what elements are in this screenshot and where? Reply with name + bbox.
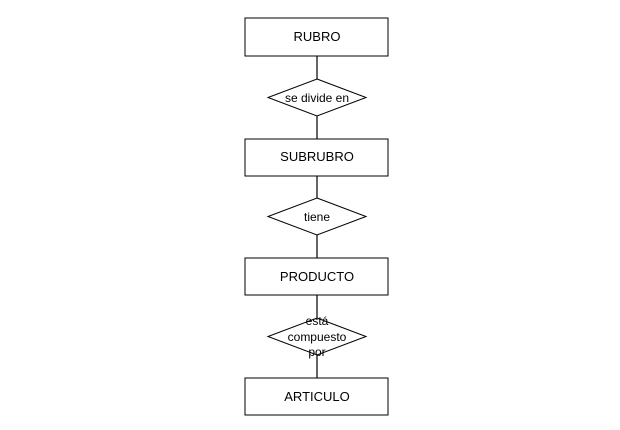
entity-subrubro: SUBRUBRO (244, 138, 389, 177)
entity-articulo-box (244, 377, 389, 416)
relationship-se-divide-en-label: se divide en (285, 91, 349, 105)
entity-rubro-box (244, 17, 389, 57)
relationship-esta-compuesto-por-diamond (266, 317, 368, 356)
relationship-tiene-label: tiene (304, 210, 330, 224)
relationship-se-divide-en: se divide en (266, 78, 368, 117)
entity-producto-box (244, 257, 389, 296)
relationship-tiene: tiene (266, 197, 368, 236)
entity-articulo: ARTICULO (244, 377, 389, 416)
relationship-tiene-diamond (266, 197, 368, 236)
entity-articulo-label: ARTICULO (284, 389, 350, 404)
entity-rubro-label: RUBRO (294, 29, 341, 44)
entity-subrubro-label: SUBRUBRO (280, 149, 354, 164)
entity-producto: PRODUCTO (244, 257, 389, 296)
relationship-esta-compuesto-por-line-2: compuesto (288, 330, 347, 344)
entity-rubro: RUBRO (244, 17, 389, 57)
relationship-esta-compuesto-por-line-1: está (306, 314, 329, 328)
entity-subrubro-box (244, 138, 389, 177)
relationship-se-divide-en-diamond (266, 78, 368, 117)
entity-producto-label: PRODUCTO (280, 269, 354, 284)
relationship-esta-compuesto-por: está compuesto por (266, 314, 368, 359)
relationship-esta-compuesto-por-line-3: por (308, 345, 325, 359)
